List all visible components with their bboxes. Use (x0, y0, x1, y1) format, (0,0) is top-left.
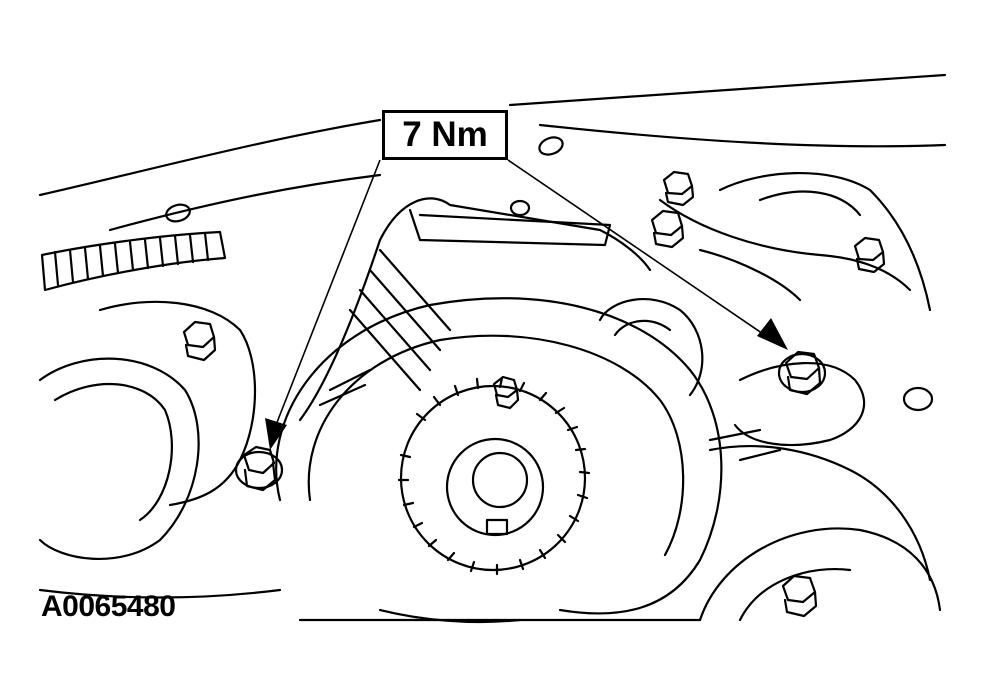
bolt-right-3-icon (853, 236, 886, 274)
bracket-slot (408, 208, 612, 247)
right-tensioner-arm (733, 362, 866, 447)
bolt-right-icon (777, 350, 827, 396)
pump-housing-inner (613, 319, 672, 337)
main-belt-outer (275, 297, 723, 615)
arrowhead-left (265, 418, 287, 450)
upper-cover-edge (38, 118, 382, 197)
leader-lines (273, 159, 773, 431)
left-tensioner (98, 300, 257, 507)
sprocket-keyway (485, 518, 509, 536)
upper-cover-edge-right (508, 73, 947, 107)
leader-arrowheads (265, 318, 788, 450)
crank-sprocket (399, 384, 587, 572)
leader-line-right (507, 159, 773, 341)
hole-4 (902, 386, 934, 412)
figure-id: A0065480 (41, 590, 176, 623)
left-belt-teeth (53, 231, 210, 287)
bolt-center-icon (492, 375, 520, 410)
main-belt-inner (307, 334, 685, 557)
cover-edge-inner (108, 173, 382, 232)
center-bracket (298, 197, 652, 422)
lower-right-pulley-inner (738, 568, 852, 622)
lower-left-frame (38, 588, 282, 599)
torque-value: 7 Nm (402, 115, 488, 154)
upper-right-bracket (658, 198, 912, 292)
bolt-top-right-1-icon (662, 170, 695, 207)
hole-1 (165, 203, 191, 223)
left-pulley-inner (53, 382, 173, 522)
left-belt (40, 230, 227, 292)
bolt-left-icon (234, 445, 284, 492)
lower-belt-bottom (378, 608, 522, 624)
right-arm-lower (708, 445, 932, 582)
right-housing-inner (758, 190, 862, 217)
left-pulley-outer (38, 357, 200, 560)
hole-3 (509, 199, 531, 217)
bolt-bottom-right-icon (781, 574, 818, 618)
right-housing (718, 171, 932, 312)
arrowhead-right (757, 318, 788, 350)
sprocket-hub-inner (471, 451, 529, 509)
cover-edge-right-2 (538, 123, 947, 148)
torque-callout: 7 Nm (382, 110, 508, 160)
hole-2 (538, 136, 564, 156)
pump-housing (598, 298, 704, 397)
sprocket-teeth (397, 376, 591, 576)
right-arm-slot (708, 428, 782, 462)
bolt-upper-left-icon (182, 320, 217, 362)
leader-line-left (273, 159, 381, 431)
bolt-top-right-2-icon (650, 209, 685, 249)
lower-right-pulley (698, 527, 942, 622)
upper-right-bracket-2 (698, 248, 802, 302)
bracket-ribs (348, 248, 452, 392)
